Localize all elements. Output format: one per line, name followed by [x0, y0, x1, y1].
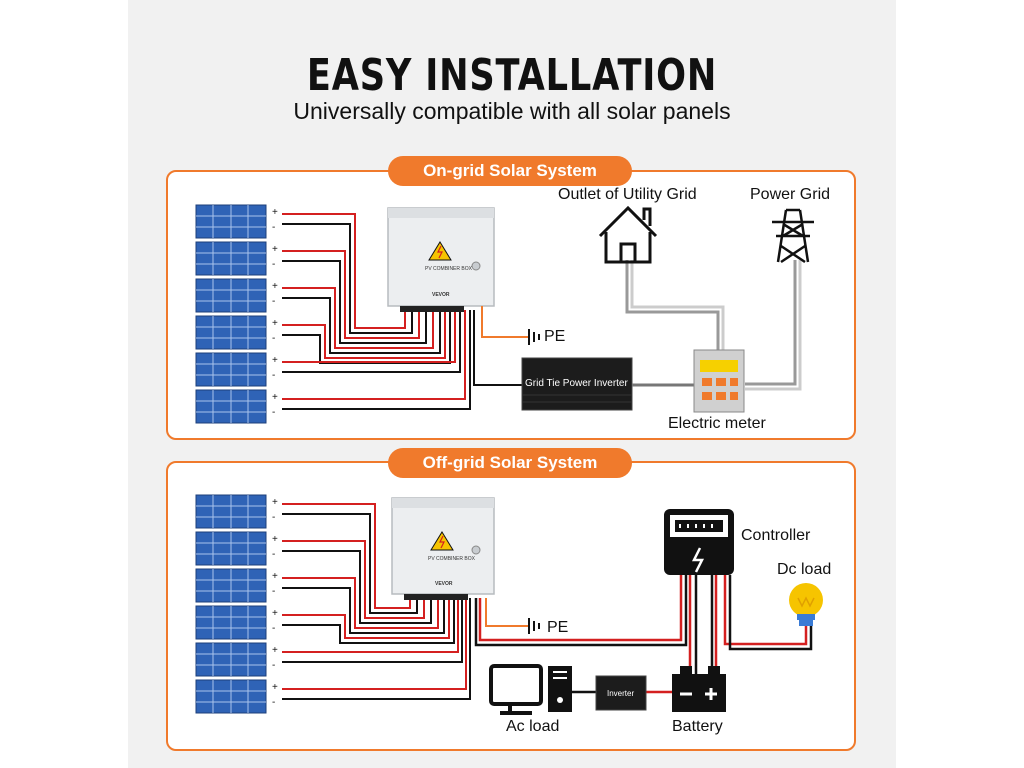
page-subtitle: Universally compatible with all solar pa…	[293, 98, 731, 124]
solar-panel-icon	[195, 278, 267, 313]
solar-panel-icon	[195, 568, 267, 603]
grid-tie-inverter	[473, 310, 633, 411]
ac-load-label: Ac load	[506, 718, 560, 735]
minus-terminal-label: -	[272, 586, 275, 597]
minus-terminal-label: -	[272, 296, 275, 307]
battery-icon	[672, 666, 726, 712]
off-grid-heading: Off-grid Solar System	[388, 448, 632, 478]
minus-terminal-label: -	[272, 697, 275, 708]
off-grid-solar-panels	[195, 494, 267, 714]
off-grid-box-label: PV COMBINER BOX	[428, 556, 475, 562]
plus-terminal-label: +	[272, 645, 278, 656]
minus-terminal-label: -	[272, 259, 275, 270]
minus-terminal-label: -	[272, 407, 275, 418]
on-grid-ground-icon	[481, 306, 540, 345]
polarity-markers: + - + - + - + - + - + - + - + - + - + - + - + -	[272, 207, 278, 708]
battery-label: Battery	[672, 718, 723, 735]
page-title: EASY INSTALLATION	[306, 50, 718, 101]
controller-label: Controller	[741, 527, 811, 544]
off-grid-inverter	[595, 675, 647, 711]
solar-panel-icon	[195, 679, 267, 714]
on-grid-brand-label: VEVOR	[432, 292, 450, 298]
plus-terminal-label: +	[272, 682, 278, 693]
plus-terminal-label: +	[272, 318, 278, 329]
plus-terminal-label: +	[272, 571, 278, 582]
off-grid-pe-label: PE	[547, 619, 569, 636]
minus-terminal-label: -	[272, 660, 275, 671]
solar-panel-icon	[195, 352, 267, 387]
solar-panel-icon	[195, 531, 267, 566]
solar-panel-icon	[195, 389, 267, 424]
electric-meter-label: Electric meter	[668, 415, 766, 432]
minus-terminal-label: -	[272, 222, 275, 233]
plus-terminal-label: +	[272, 244, 278, 255]
solar-panel-icon	[195, 494, 267, 529]
solar-panel-icon	[195, 642, 267, 677]
minus-terminal-label: -	[272, 333, 275, 344]
minus-terminal-label: -	[272, 370, 275, 381]
solar-panel-icon	[195, 315, 267, 350]
on-grid-combiner-box	[387, 207, 495, 312]
controller-icon	[664, 509, 734, 575]
off-grid-inverter-label: Inverter	[607, 689, 635, 698]
off-grid-panel-wires	[282, 503, 471, 700]
lightbulb-icon	[789, 583, 823, 626]
on-grid-pe-label: PE	[544, 328, 566, 345]
house-icon	[598, 205, 658, 264]
off-grid-controller-wires	[474, 575, 813, 694]
plus-terminal-label: +	[272, 497, 278, 508]
plus-terminal-label: +	[272, 355, 278, 366]
plus-terminal-label: +	[272, 534, 278, 545]
solar-panel-icon	[195, 204, 267, 239]
on-grid-solar-panels	[195, 204, 267, 424]
plus-terminal-label: +	[272, 207, 278, 218]
computer-icon	[489, 664, 572, 715]
solar-panel-icon	[195, 605, 267, 640]
off-grid-brand-label: VEVOR	[435, 581, 453, 587]
power-pylon-icon	[772, 208, 814, 264]
plus-terminal-label: +	[272, 281, 278, 292]
plus-terminal-label: +	[272, 392, 278, 403]
off-grid-combiner-box	[391, 497, 495, 600]
on-grid-box-label: PV COMBINER BOX	[425, 266, 472, 272]
dc-load-label: Dc load	[777, 561, 832, 578]
minus-terminal-label: -	[272, 512, 275, 523]
grid-tie-inverter-label: Grid Tie Power Inverter	[525, 378, 628, 389]
on-grid-heading: On-grid Solar System	[388, 156, 632, 186]
minus-terminal-label: -	[272, 623, 275, 634]
off-grid-ground-icon	[485, 598, 540, 634]
on-grid-meter-wires	[625, 260, 802, 391]
plus-terminal-label: +	[272, 608, 278, 619]
solar-panel-icon	[195, 241, 267, 276]
on-grid-panel-wires	[282, 213, 471, 410]
outlet-label: Outlet of Utility Grid	[558, 186, 697, 203]
minus-terminal-label: -	[272, 549, 275, 560]
power-grid-label: Power Grid	[750, 186, 831, 203]
electric-meter-icon	[693, 349, 745, 413]
